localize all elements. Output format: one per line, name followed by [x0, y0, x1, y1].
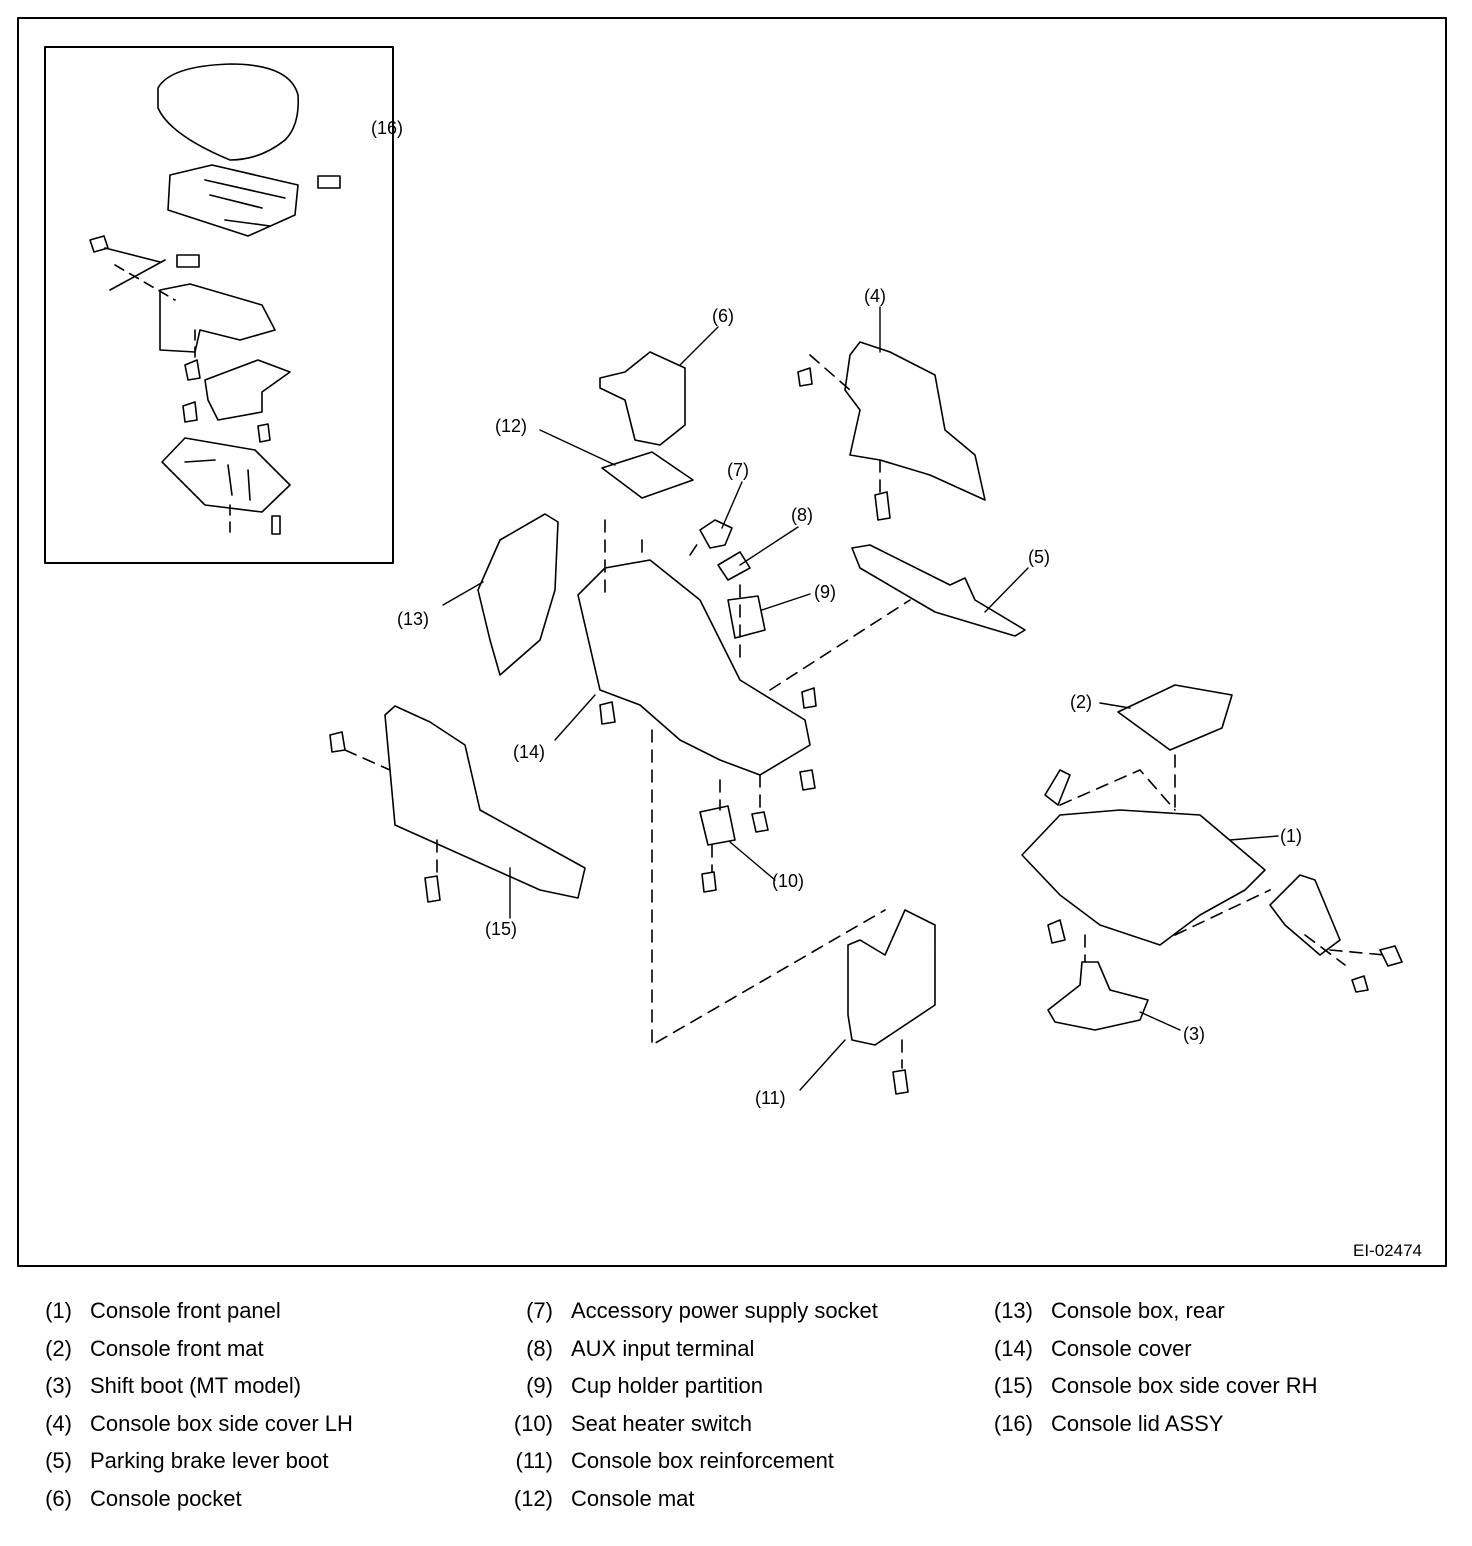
callout-12: (12): [495, 416, 527, 436]
console-box-rear-drawing: [477, 513, 559, 676]
console-mat-drawing: [601, 451, 694, 499]
callout-5: (5): [1028, 547, 1050, 567]
legend-number: (6): [45, 1485, 72, 1511]
side-cover-lh-drawing: [844, 341, 986, 501]
legend-number: (8): [526, 1335, 553, 1361]
diagram-frame: [17, 17, 1447, 1267]
console-front-mat-drawing: [1117, 684, 1233, 751]
lid-assy-inset-frame: [44, 46, 394, 564]
legend-number: (10): [513, 1410, 553, 1436]
shift-boot-drawing: [1047, 961, 1149, 1031]
legend-number: (3): [45, 1373, 72, 1399]
aux-terminal-drawing: [717, 551, 751, 581]
callout-2: (2): [1070, 692, 1092, 712]
legend-number: (9): [526, 1373, 553, 1399]
callout-16: (16): [371, 118, 403, 138]
legend-number: (4): [45, 1410, 72, 1436]
legend-label: Console front mat: [90, 1335, 264, 1361]
callout-9: (9): [814, 582, 836, 602]
legend-number: (15): [993, 1373, 1033, 1399]
console-cover-drawing: [577, 559, 811, 776]
legend-number: (11): [515, 1448, 554, 1474]
accessory-socket-drawing: [699, 519, 733, 549]
legend-label: Console front panel: [90, 1298, 281, 1323]
legend-number: (5): [45, 1448, 72, 1474]
callout-6: (6): [712, 306, 734, 326]
callout-7: (7): [727, 460, 749, 480]
legend-number: (2): [45, 1335, 72, 1361]
callout-8: (8): [791, 505, 813, 525]
cup-holder-partition-drawing: [727, 595, 766, 639]
legend-label: Console pocket: [90, 1485, 242, 1511]
legend-label: AUX input terminal: [571, 1335, 755, 1361]
reinforcement-drawing: [847, 909, 936, 1046]
legend-label: Seat heater switch: [571, 1410, 752, 1436]
callout-10: (10): [772, 871, 804, 891]
seat-heater-switch-drawing: [699, 805, 736, 846]
exploded-parts-diagram: (1) (2) (3) (4) (5) (6) (7) (8) (9) (10)…: [17, 17, 1447, 1267]
legend-label: Accessory power supply socket: [571, 1298, 878, 1323]
legend-number: (13): [993, 1298, 1033, 1323]
callout-11: (11): [755, 1088, 786, 1108]
callout-13: (13): [397, 609, 429, 629]
callout-14: (14): [513, 742, 545, 762]
legend-label: Console lid ASSY: [1051, 1410, 1224, 1436]
legend-label: Console box side cover RH: [1051, 1373, 1318, 1399]
parking-brake-boot-drawing: [851, 544, 1026, 637]
callout-15: (15): [485, 919, 517, 939]
legend-label: Shift boot (MT model): [90, 1373, 302, 1399]
callout-3: (3): [1183, 1024, 1205, 1044]
console-lid-assy-drawing: [89, 63, 341, 535]
callout-4: (4): [864, 286, 886, 306]
legend-number: (12): [513, 1485, 553, 1511]
callout-1: (1): [1280, 826, 1302, 846]
legend-label: Cup holder partition: [571, 1373, 764, 1399]
console-pocket-drawing: [599, 351, 686, 446]
legend-label: Console box, rear: [1051, 1298, 1225, 1323]
legend-label: Parking brake lever boot: [90, 1448, 329, 1474]
legend-label: Console box reinforcement: [571, 1448, 834, 1474]
legend-label: Console box side cover LH: [90, 1410, 353, 1436]
side-cover-rh-drawing: [384, 705, 586, 899]
figure-code: EI-02474: [1353, 1241, 1422, 1260]
legend-number: (1): [45, 1298, 72, 1323]
legend-label: Console mat: [571, 1485, 695, 1511]
legend-label: Console cover: [1051, 1335, 1192, 1361]
legend-number: (14): [993, 1335, 1033, 1361]
legend-number: (7): [526, 1298, 553, 1323]
console-front-panel-drawing: [1021, 809, 1266, 946]
legend-number: (16): [993, 1410, 1033, 1436]
